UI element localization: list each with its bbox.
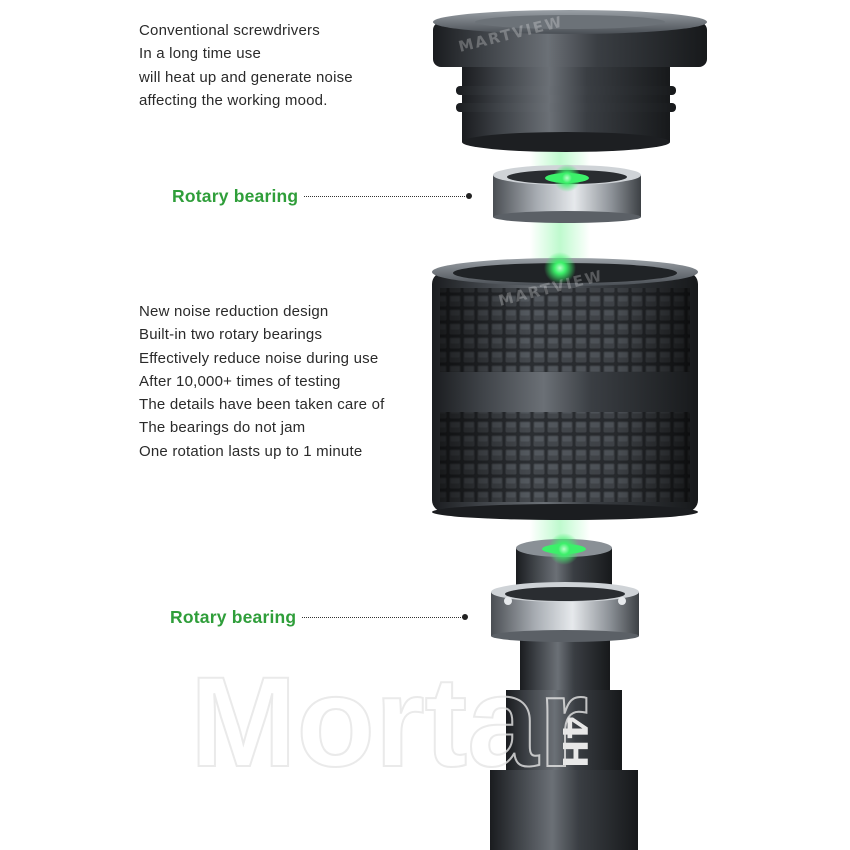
intro-line: will heat up and generate noise: [139, 68, 353, 86]
feature-line: One rotation lasts up to 1 minute: [139, 442, 363, 460]
watermark-big: Mortar: [190, 651, 588, 794]
dotted-leader-line: [302, 616, 464, 618]
features-text: New noise reduction design Built-in two …: [139, 300, 385, 463]
rotary-bearing-callout-1: Rotary bearing: [172, 185, 473, 207]
intro-line: In a long time use: [139, 45, 262, 63]
intro-line: Conventional screwdrivers: [139, 22, 320, 39]
rotary-bearing-2: [491, 582, 639, 642]
leader-dot: [466, 193, 473, 199]
feature-line: Built-in two rotary bearings: [139, 326, 323, 344]
top-cap: [433, 10, 707, 152]
feature-line: After 10,000+ times of testing: [139, 372, 341, 390]
callout-label: Rotary bearing: [170, 606, 297, 627]
feature-line: The details have been taken care of: [139, 396, 385, 414]
leader-dot: [462, 614, 469, 620]
knurled-sleeve: [432, 252, 698, 520]
feature-line: New noise reduction design: [139, 303, 329, 320]
callout-label: Rotary bearing: [172, 185, 299, 206]
dotted-leader-line: [304, 195, 468, 197]
rotary-bearing-callout-2: Rotary bearing: [170, 606, 469, 628]
feature-line: Effectively reduce noise during use: [139, 349, 379, 367]
feature-line: The bearings do not jam: [139, 419, 306, 437]
handle-mark: 4H: [554, 716, 594, 768]
intro-line: affecting the working mood.: [139, 91, 328, 109]
intro-text: Conventional screwdrivers In a long time…: [139, 19, 353, 112]
rotary-bearing-1: [493, 164, 641, 223]
handle-mark-text: 4H: [554, 716, 594, 768]
